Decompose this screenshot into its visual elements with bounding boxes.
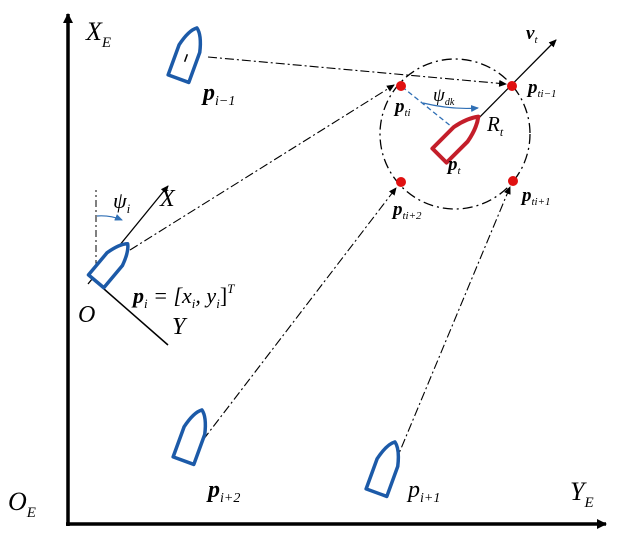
vessel-i-minus-1-hull [166,26,203,85]
vessel-label-i-plus-1: pi+1 [406,477,440,506]
vessel-i-hull [86,242,130,290]
trajectory-lines [129,56,511,464]
heading-angle-arc [96,214,123,221]
target-vessel-hull [430,114,481,165]
formation-label-ti-plus-1: pti+1 [520,185,551,208]
angle-psi-dk-arc [422,102,479,113]
origin-earth-label: OE [8,487,36,521]
target-vessel [430,114,481,165]
target-to-point-line [400,85,463,136]
trajectory-i-minus-1 [207,56,507,87]
vessel-label-i-minus-1: pi−1 [201,80,235,109]
vessel-i [86,242,130,290]
trajectory-i-plus-2 [202,187,397,441]
target-label: pt [446,154,462,177]
formation-point-ti-plus-1 [508,176,518,186]
vessel-i-minus-1 [166,26,203,85]
radius-label: Rt [486,112,504,139]
vessel-label-i-plus-2: pi+2 [206,477,240,506]
body-axis-x-label: X [159,186,176,212]
formation-point-ti-minus-1 [507,81,517,91]
heading-angle-label: ψi [113,188,131,216]
formation-points [396,81,518,187]
trajectory-i-plus-1 [394,186,511,464]
axis-y-earth-label: YE [570,477,594,511]
vessel-i-plus-1 [364,440,401,499]
axis-x-earth-label: XE [85,17,111,51]
velocity-label: vt [526,23,538,46]
trajectory-i [129,84,395,251]
formation-label-ti: pti [393,96,411,119]
position-equation: pi = [xi, yi]T [131,281,235,311]
body-origin-label: O [78,302,95,328]
formation-label-ti-minus-1: pti−1 [526,77,557,100]
vessel-i-plus-2-hull [171,408,208,467]
angle-psi-dk-label: ψdk [433,85,455,108]
formation-point-ti [396,81,406,91]
vessel-i-plus-2 [171,408,208,467]
formation-circle [379,58,531,210]
vessel-i-plus-1-hull [364,440,401,499]
formation-label-ti-plus-2: pti+2 [391,199,422,222]
body-axis-y-label: Y [172,314,188,340]
body-axis-y [95,281,169,346]
formation-point-ti-plus-2 [396,177,406,187]
